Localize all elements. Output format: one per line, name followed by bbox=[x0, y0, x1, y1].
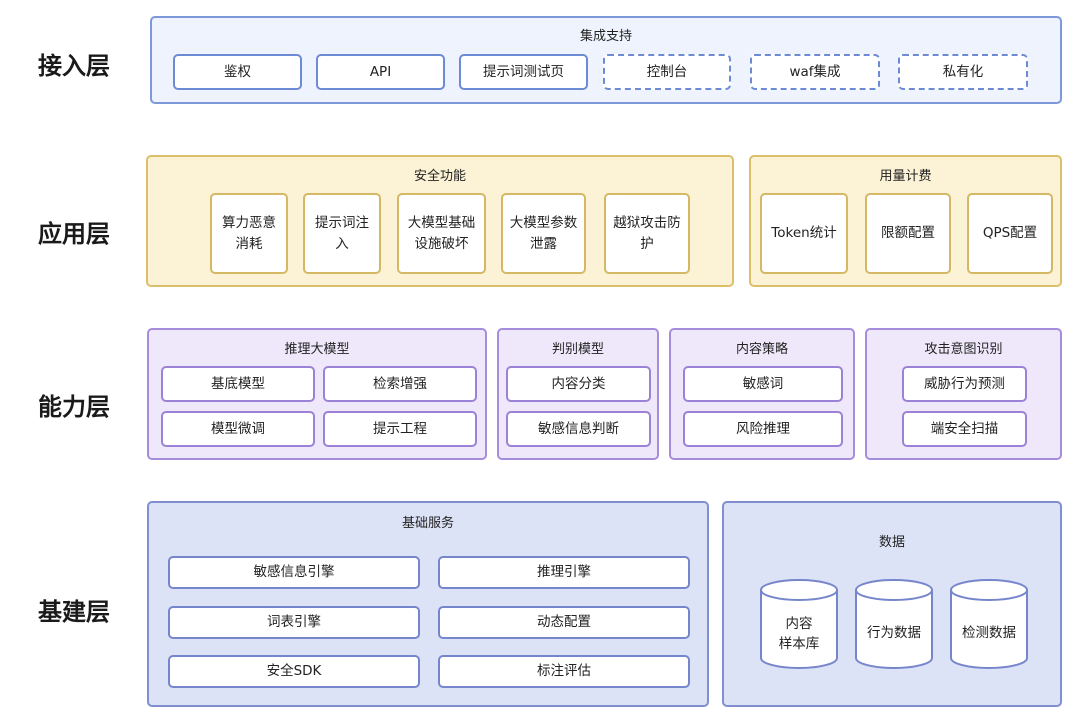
inference-item-prompt-eng: 提示工程 bbox=[323, 411, 477, 447]
attack-intent-title: 攻击意图识别 bbox=[924, 342, 1003, 357]
billing-item-qps-config: QPS配置 bbox=[967, 193, 1053, 274]
layer-label-access: 接入层 bbox=[38, 52, 110, 80]
policy-item-sensitive-words: 敏感词 bbox=[683, 366, 843, 402]
access-item-waf: waf集成 bbox=[750, 54, 880, 90]
service-item-lexicon-engine: 词表引擎 bbox=[168, 606, 420, 639]
access-item-api: API bbox=[316, 54, 445, 90]
access-item-private-deploy: 私有化 bbox=[898, 54, 1028, 90]
inference-model-title: 推理大模型 bbox=[284, 342, 350, 357]
content-policy-panel: 内容策略 敏感词 风险推理 bbox=[669, 328, 855, 460]
integration-support-title: 集成支持 bbox=[579, 29, 632, 44]
database-behavior-data: 行为数据 bbox=[854, 578, 934, 670]
inference-item-base-model: 基底模型 bbox=[161, 366, 315, 402]
database-label: 检测数据 bbox=[962, 625, 1016, 641]
attack-item-threat-predict: 威胁行为预测 bbox=[902, 366, 1027, 402]
access-item-console: 控制台 bbox=[603, 54, 731, 90]
database-detection-data: 检测数据 bbox=[949, 578, 1029, 670]
security-item-jailbreak: 越狱攻击防 护 bbox=[604, 193, 690, 274]
layer-label-base: 基建层 bbox=[38, 598, 110, 626]
layer-label-application: 应用层 bbox=[38, 220, 110, 248]
usage-billing-panel: 用量计费 Token统计 限额配置 QPS配置 bbox=[749, 155, 1062, 287]
attack-intent-panel: 攻击意图识别 威胁行为预测 端安全扫描 bbox=[865, 328, 1062, 460]
data-panel: 数据 内容 样本库 行为数据 检测数据 bbox=[722, 501, 1062, 707]
access-item-prompt-test-page: 提示词测试页 bbox=[459, 54, 588, 90]
security-features-title: 安全功能 bbox=[413, 169, 466, 184]
database-content-samples: 内容 样本库 bbox=[759, 578, 839, 670]
data-title: 数据 bbox=[878, 535, 905, 550]
inference-item-rag: 检索增强 bbox=[323, 366, 477, 402]
service-item-sensitive-engine: 敏感信息引擎 bbox=[168, 556, 420, 589]
inference-item-finetune: 模型微调 bbox=[161, 411, 315, 447]
service-item-inference-engine: 推理引擎 bbox=[438, 556, 690, 589]
database-icon bbox=[760, 579, 838, 669]
discrimination-item-sensitive-info: 敏感信息判断 bbox=[506, 411, 651, 447]
discrimination-model-title: 判别模型 bbox=[551, 342, 604, 357]
policy-item-risk-inference: 风险推理 bbox=[683, 411, 843, 447]
content-policy-title: 内容策略 bbox=[735, 342, 788, 357]
database-label: 行为数据 bbox=[867, 625, 921, 641]
security-features-panel: 安全功能 算力恶意 消耗 提示词注 入 大模型基础 设施破坏 大模型参数 泄露 … bbox=[146, 155, 734, 287]
billing-item-quota-config: 限额配置 bbox=[865, 193, 951, 274]
database-icon bbox=[855, 579, 933, 669]
base-services-title: 基础服务 bbox=[401, 516, 454, 531]
service-item-annotation-eval: 标注评估 bbox=[438, 655, 690, 688]
integration-support-panel: 集成支持 鉴权 API 提示词测试页 控制台 waf集成 私有化 bbox=[150, 16, 1062, 104]
service-item-security-sdk: 安全SDK bbox=[168, 655, 420, 688]
security-item-param-leak: 大模型参数 泄露 bbox=[501, 193, 586, 274]
usage-billing-title: 用量计费 bbox=[879, 169, 932, 184]
discrimination-item-content-class: 内容分类 bbox=[506, 366, 651, 402]
security-item-infra-damage: 大模型基础 设施破坏 bbox=[397, 193, 486, 274]
attack-item-endpoint-scan: 端安全扫描 bbox=[902, 411, 1027, 447]
layer-label-capability: 能力层 bbox=[38, 393, 110, 421]
service-item-dynamic-config: 动态配置 bbox=[438, 606, 690, 639]
database-icon bbox=[950, 579, 1028, 669]
security-item-prompt-injection: 提示词注 入 bbox=[303, 193, 381, 274]
inference-model-panel: 推理大模型 基底模型 检索增强 模型微调 提示工程 bbox=[147, 328, 487, 460]
database-label: 内容 样本库 bbox=[778, 616, 820, 653]
billing-item-token-stats: Token统计 bbox=[760, 193, 848, 274]
discrimination-model-panel: 判别模型 内容分类 敏感信息判断 bbox=[497, 328, 659, 460]
base-services-panel: 基础服务 敏感信息引擎 推理引擎 词表引擎 动态配置 安全SDK 标注评估 bbox=[147, 501, 709, 707]
access-item-auth: 鉴权 bbox=[173, 54, 302, 90]
security-item-compute-abuse: 算力恶意 消耗 bbox=[210, 193, 288, 274]
